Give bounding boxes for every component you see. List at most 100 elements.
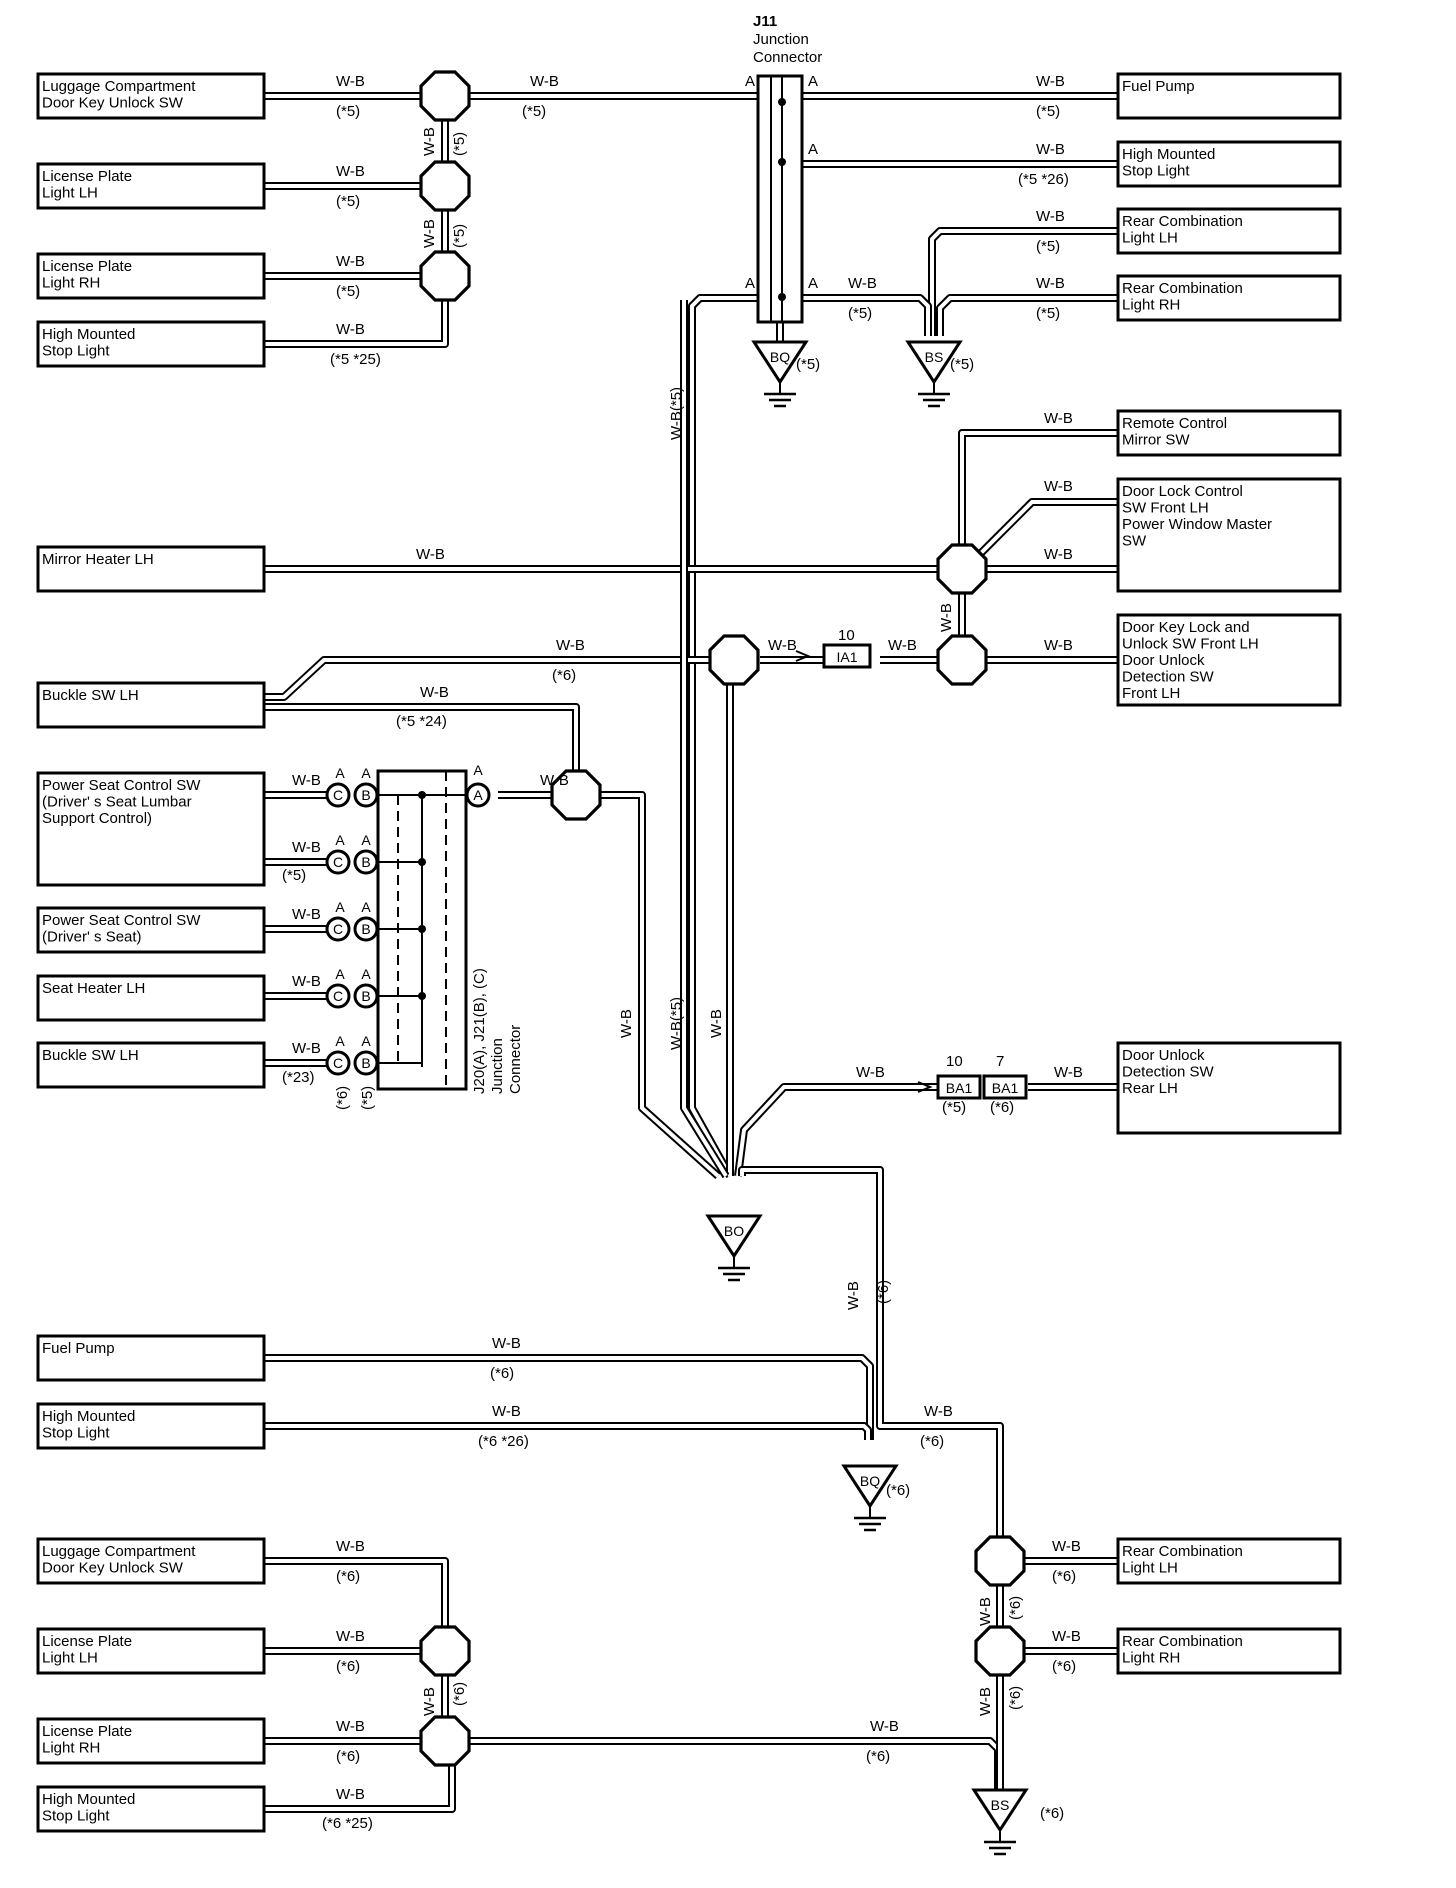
box-label: Door Lock Control: [1122, 483, 1243, 500]
wire-14: [975, 498, 1118, 559]
wire-label: W-B: [768, 637, 797, 654]
wire-label: W-B: [856, 1064, 885, 1081]
wire-label: (*5): [848, 305, 872, 322]
ba1-connector-a: [936, 1074, 982, 1100]
wire-label: W-B: [1054, 1064, 1083, 1081]
pin-a-label: A: [335, 966, 345, 982]
wire-label: W-B: [416, 546, 445, 563]
wire-label: (*5): [942, 1099, 966, 1116]
box-buckle-2: Buckle SW LH: [36, 1041, 266, 1089]
wire-label: W-B: [1044, 478, 1073, 495]
wire-32: [734, 1083, 938, 1177]
pin-b-4: B: [353, 1050, 379, 1076]
pin-letter: C: [333, 988, 343, 1004]
box-label: License Plate: [42, 258, 132, 275]
wire-label: W-B: [336, 253, 365, 270]
box-label: Rear Combination: [1122, 1633, 1243, 1650]
wire-label: W-B: [336, 1718, 365, 1735]
ground-label: BQ: [860, 1473, 880, 1489]
wire-label-v: (*6): [334, 1086, 351, 1110]
wire-label-v: (*6): [451, 1682, 468, 1706]
ia1-connector: [822, 643, 872, 669]
pin-c-1: C: [325, 849, 351, 875]
box-label: Buckle SW LH: [42, 1047, 139, 1064]
wire-24: [598, 791, 721, 1179]
splice-node-0: [419, 70, 471, 122]
splice-node-10: [419, 1715, 471, 1767]
wire-13: [958, 429, 1118, 548]
splice-node-7: [974, 1535, 1026, 1587]
wire-label: A: [808, 73, 818, 90]
box-fuel-top: Fuel Pump: [1116, 72, 1342, 120]
wire-36: [264, 1422, 872, 1440]
box-label: Light RH: [42, 1740, 100, 1757]
wire-label-v: W-B: [708, 1009, 725, 1038]
box-label: Door Key Lock and: [1122, 619, 1250, 636]
box-label: Stop Light: [1122, 163, 1190, 180]
j11-id: J11: [753, 13, 777, 30]
ground-bq-bottom: BQ: [841, 1464, 899, 1532]
wire-label: W-B: [492, 1403, 521, 1420]
wire-label: A: [745, 73, 755, 90]
wire-label-v: W-B: [977, 1597, 994, 1626]
wire-37: [876, 1380, 1004, 1539]
wire-label: (*5): [1036, 238, 1060, 255]
wire-label: W-B: [292, 906, 321, 923]
pin-b-1: B: [353, 849, 379, 875]
wire-label: W-B: [870, 1718, 899, 1735]
box-label: Seat Heater LH: [42, 980, 145, 997]
splice-node-5: [936, 634, 988, 686]
wire-label: W-B: [292, 973, 321, 990]
splice-node-9: [419, 1625, 471, 1677]
j11-name: Connector: [753, 49, 822, 66]
wire-label: W-B: [1036, 141, 1065, 158]
pin-b-0: B: [353, 782, 379, 808]
wire-label: W-B: [1052, 1538, 1081, 1555]
wire-35: [264, 1354, 874, 1440]
wire-label-v: W-B: [421, 1687, 438, 1716]
box-label: Rear Combination: [1122, 213, 1243, 230]
box-label: Door Unlock: [1122, 1047, 1205, 1064]
wire-label-v: (*6): [1007, 1686, 1024, 1710]
wire-label: 10: [946, 1053, 963, 1070]
wire-label: (*6): [490, 1365, 514, 1382]
wire-label: W-B: [292, 772, 321, 789]
wire-label: W-B: [336, 1538, 365, 1555]
ground-label: BQ: [770, 349, 790, 365]
pin-a-label: A: [335, 765, 345, 781]
box-label: Rear Combination: [1122, 1543, 1243, 1560]
wire-21: [264, 656, 710, 701]
pin-letter: C: [333, 921, 343, 937]
wire-label: (*5): [950, 356, 974, 373]
wire-label: (*5): [522, 103, 546, 120]
splice-node-3: [936, 543, 988, 595]
wire-label: W-B: [336, 1628, 365, 1645]
wire-label-v: (*5): [359, 1086, 376, 1110]
wire-label: 10: [838, 627, 855, 644]
wire-label: (*6): [1052, 1568, 1076, 1585]
j20-label-v: Connector: [507, 1025, 524, 1094]
box-label: Light RH: [42, 275, 100, 292]
wire-label-v: W-B(*5): [668, 997, 685, 1050]
wire-label: W-B: [1036, 208, 1065, 225]
wire-label: W-B: [530, 73, 559, 90]
splice-node-4: [708, 634, 760, 686]
box-label: Door Key Unlock SW: [42, 1560, 184, 1577]
ground-bo: BO: [705, 1214, 763, 1282]
pin-b-3: B: [353, 983, 379, 1009]
wire-label: (*5): [796, 356, 820, 373]
pin-a-label: A: [361, 1033, 371, 1049]
wire-label-v: W-B(*5): [668, 387, 685, 440]
wire-label: (*6 *25): [322, 1815, 373, 1832]
box-label: Power Seat Control SW: [42, 912, 201, 929]
wire-label: W-B: [924, 1403, 953, 1420]
